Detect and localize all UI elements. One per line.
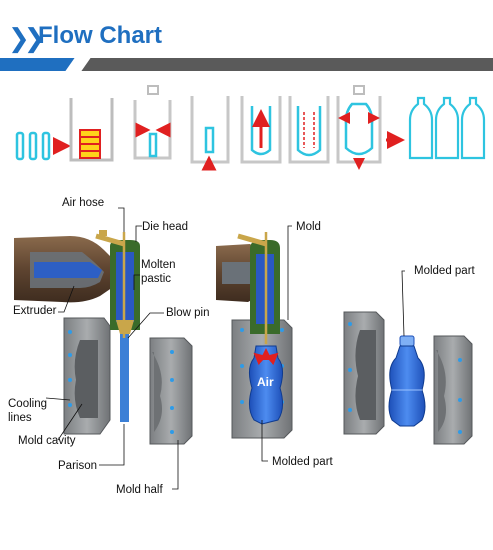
molding-assembly-middle: Air (216, 232, 293, 439)
label-molten-plastic-1: Molten (141, 259, 176, 271)
label-molten-plastic-2: pastic (141, 273, 171, 285)
double-chevron-right-icon: ❯❯ (8, 24, 45, 54)
parison (120, 330, 129, 422)
heater-stage (69, 98, 114, 162)
label-mold-cavity: Mold cavity (18, 435, 76, 447)
cooling-line-holes (68, 330, 174, 434)
page-header: ❯❯ Flow Chart (0, 0, 493, 80)
mold-stage-4 (288, 96, 330, 164)
air-label: Air (257, 375, 274, 389)
header-divider-bar (0, 58, 493, 71)
label-parison: Parison (58, 460, 97, 472)
label-blow-pin: Blow pin (166, 307, 209, 319)
leader-lines (45, 207, 405, 490)
diagram-labels: Air hose Die head Mold Molten pastic Mol… (8, 197, 476, 496)
page-title: Flow Chart (38, 22, 162, 49)
mold-stage-5 (336, 85, 382, 170)
blown-bottle (248, 345, 284, 425)
opened-mold-right (343, 311, 473, 445)
mold-stage-2 (190, 96, 230, 171)
mold-stage-1 (133, 85, 172, 160)
label-cooling-lines-2: lines (8, 412, 32, 424)
label-cooling-lines-1: Cooling (8, 398, 47, 410)
label-mold: Mold (296, 221, 321, 233)
label-molded-part-bottom: Molded part (272, 456, 334, 468)
process-strip (15, 85, 486, 171)
preform-group (15, 131, 51, 161)
molded-bottle (388, 345, 426, 427)
label-extruder: Extruder (13, 305, 57, 317)
label-molded-part-top: Molded part (414, 265, 476, 277)
extrusion-assembly-left (14, 230, 193, 445)
label-die-head: Die head (142, 221, 188, 233)
label-air-hose: Air hose (62, 197, 104, 209)
finished-bottles (408, 96, 486, 160)
mold-stage-3 (240, 96, 282, 164)
air-hose (95, 233, 125, 247)
label-mold-half: Mold half (116, 484, 163, 496)
